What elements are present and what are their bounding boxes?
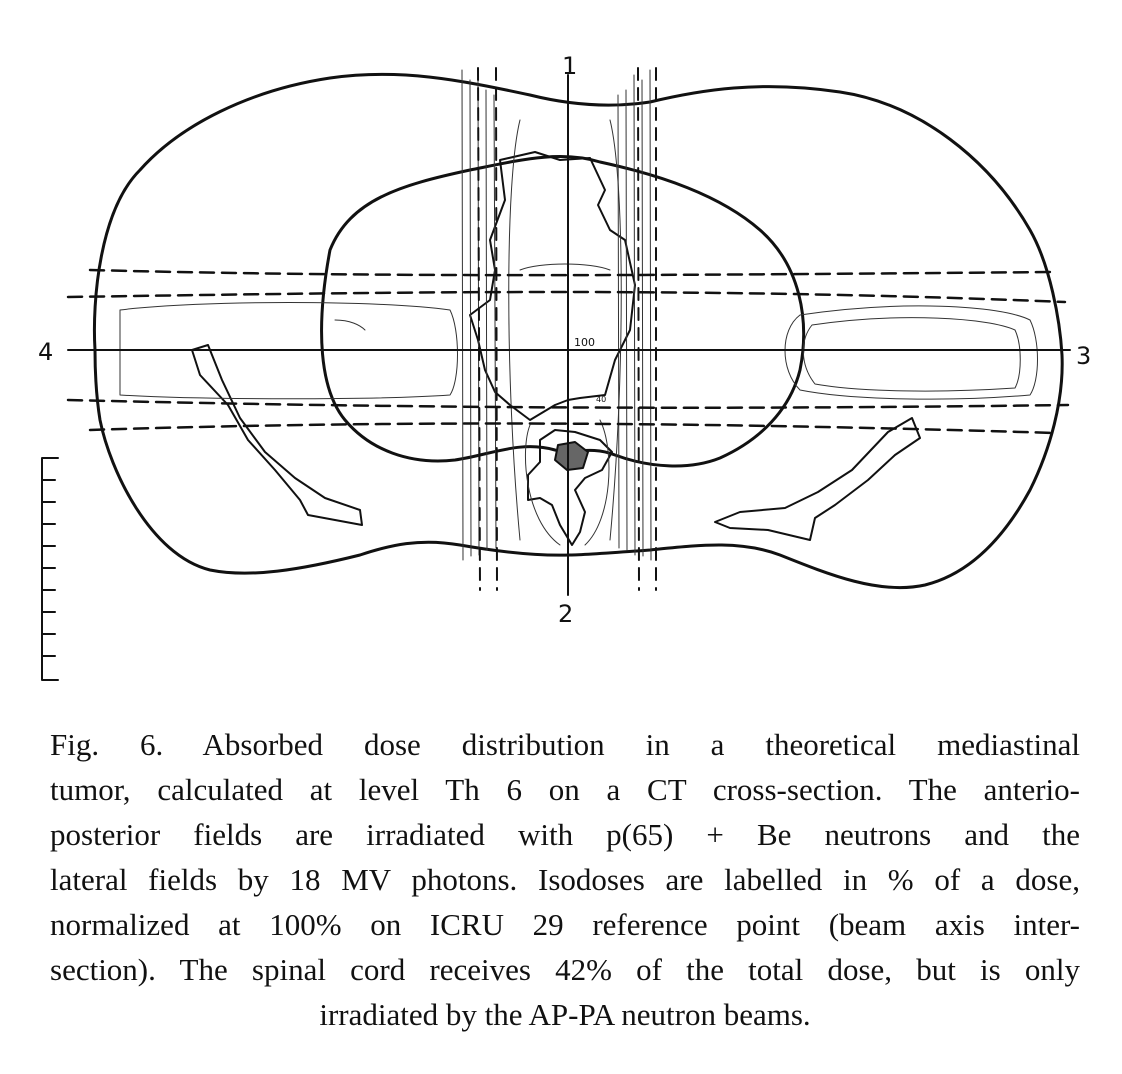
dose-distribution-figure: 1 2 3 4 100 40	[38, 52, 1092, 681]
caption-line: normalized at 100% on ICRU 29 reference …	[50, 907, 1080, 942]
caption-line: lateral fields by 18 MV photons. Isodose…	[50, 862, 1080, 897]
caption-line: Fig. 6. Absorbed dose distribution in a …	[50, 727, 1080, 762]
ct-cross-section-diagram	[41, 67, 1071, 681]
spinal-cord	[554, 441, 589, 471]
axis-label-left: 4	[38, 338, 54, 366]
caption-line: posterior fields are irradiated with p(6…	[50, 817, 1080, 852]
target-contour	[320, 155, 806, 468]
isodose-40-label: 40	[596, 395, 607, 404]
axis-label-right: 3	[1076, 342, 1092, 370]
lateral-field-edge-upper-inner	[66, 290, 1067, 304]
axis-label-bottom: 2	[558, 600, 574, 628]
scale-bar	[41, 457, 59, 681]
ap-field-edge-left-1	[477, 67, 481, 591]
figure-caption: Fig. 6. Absorbed dose distribution in a …	[50, 722, 1080, 1037]
ap-field-edge-left-2	[495, 67, 498, 591]
right-rib	[714, 417, 921, 541]
body-contour	[92, 72, 1064, 590]
lateral-field-edge-upper-outer	[88, 268, 1057, 277]
lateral-field-edge-lower-inner	[66, 398, 1070, 409]
caption-line: tumor, calculated at level Th 6 on a CT …	[50, 772, 1080, 807]
isodose-100-label: 100	[574, 336, 595, 349]
lateral-field-edge-lower-outer	[88, 422, 1057, 435]
caption-line: section). The spinal cord receives 42% o…	[50, 952, 1080, 987]
left-rib	[191, 344, 363, 526]
axis-label-top: 1	[562, 52, 578, 80]
vertebra-contour	[527, 429, 613, 546]
caption-line: irradiated by the AP-PA neutron beams.	[319, 997, 811, 1032]
ap-field-edge-right-1	[637, 67, 640, 591]
